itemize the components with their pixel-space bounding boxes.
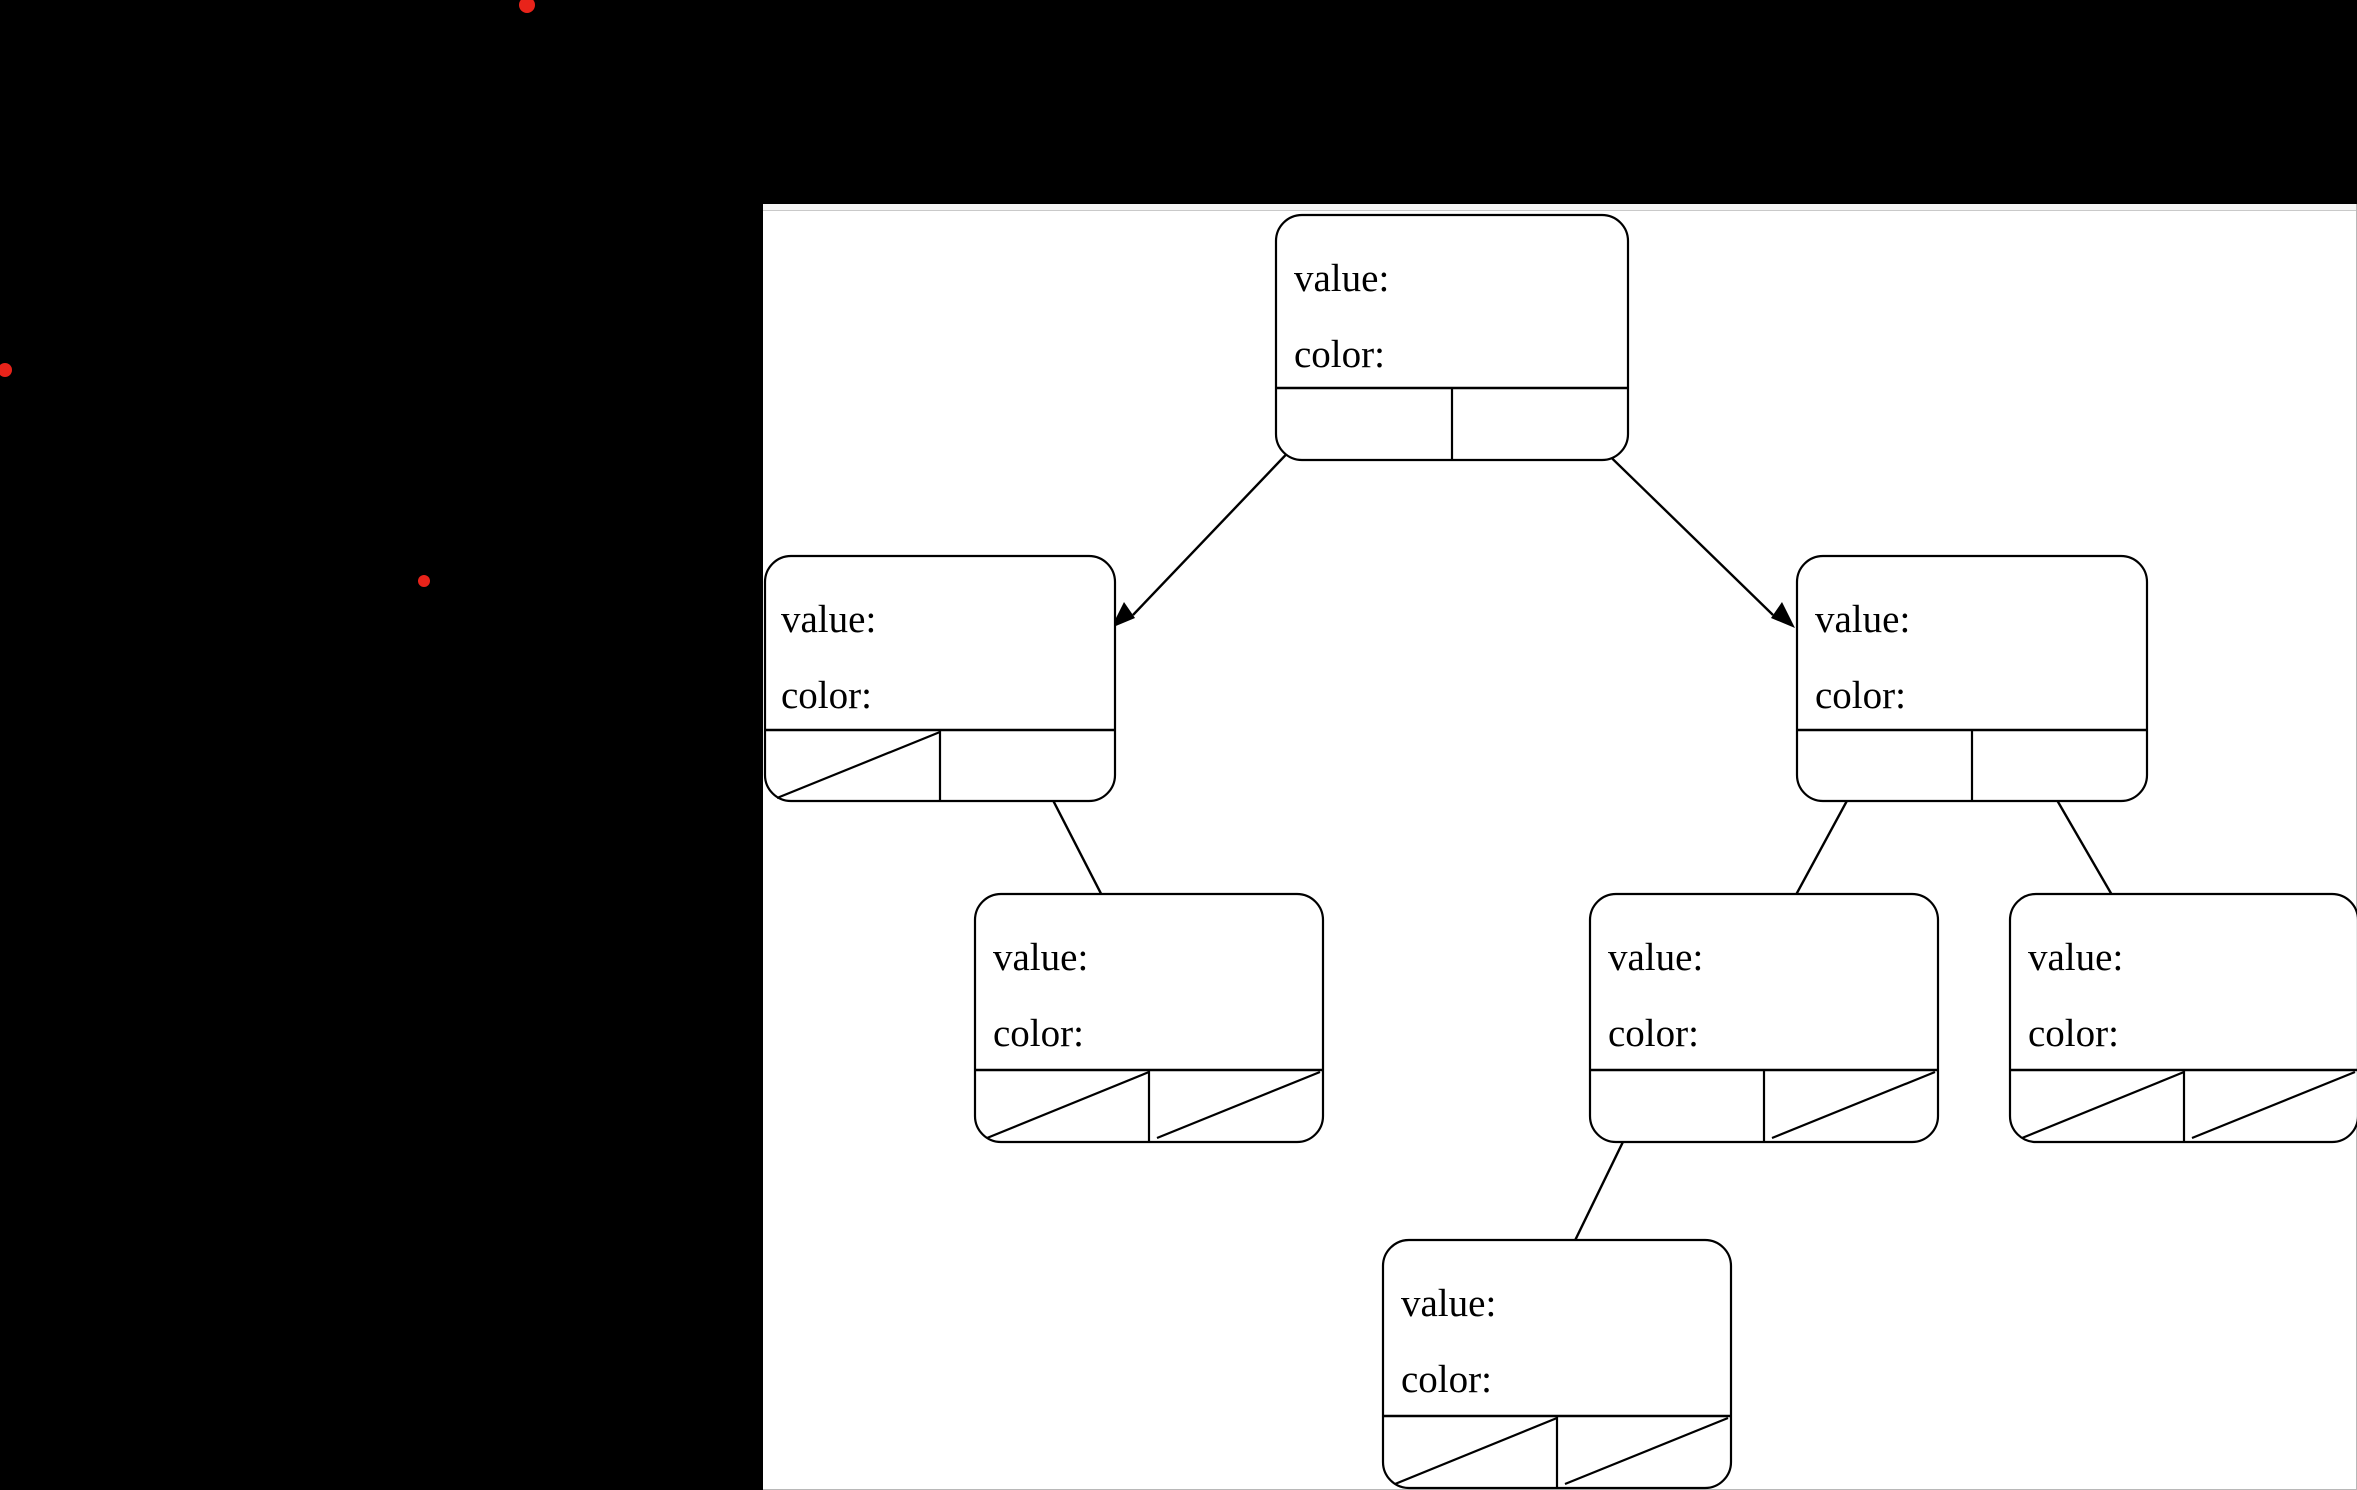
tree-node-leaf-a[interactable]: value: color: <box>973 892 1325 1144</box>
node-value-label: value: <box>1608 936 1703 979</box>
node-color-label: color: <box>1401 1358 1492 1401</box>
marker-dot-left <box>0 363 12 377</box>
null-pointer-slash-left <box>986 1070 1150 1140</box>
node-color-label: color: <box>1815 674 1906 717</box>
null-pointer-slash-right <box>1156 1070 1321 1140</box>
marker-dot-middle <box>418 575 430 587</box>
tree-node-root[interactable]: value: color: <box>1274 213 1630 462</box>
node-color-label: color: <box>2028 1012 2119 1055</box>
tree-node-right-child[interactable]: value: color: <box>1795 554 2149 803</box>
node-value-label: value: <box>1401 1282 1496 1325</box>
node-value-label: value: <box>781 598 876 641</box>
binary-tree-diagram: value: color: value: color: value: color… <box>763 213 2357 1490</box>
marker-dot-top <box>519 0 535 13</box>
tree-node-left-child[interactable]: value: color: <box>763 554 1117 803</box>
node-color-label: color: <box>1608 1012 1699 1055</box>
node-color-label: color: <box>1294 333 1385 376</box>
diagram-viewer-panel[interactable]: value: color: value: color: value: color… <box>763 204 2357 1490</box>
null-pointer-slash-right <box>2191 1070 2356 1140</box>
tree-node-leaf-d[interactable]: value: color: <box>1381 1238 1733 1490</box>
tree-node-leaf-b[interactable]: value: color: <box>1588 892 1940 1144</box>
null-pointer-slash-left <box>776 730 941 800</box>
node-value-label: value: <box>2028 936 2123 979</box>
node-value-label: value: <box>993 936 1088 979</box>
null-pointer-slash-right <box>1771 1070 1936 1140</box>
null-pointer-slash-right <box>1564 1416 1729 1486</box>
node-color-label: color: <box>781 674 872 717</box>
node-color-label: color: <box>993 1012 1084 1055</box>
null-pointer-slash-left <box>1394 1416 1558 1486</box>
node-value-label: value: <box>1815 598 1910 641</box>
tree-node-leaf-c[interactable]: value: color: <box>2008 892 2357 1144</box>
panel-topbar <box>763 204 2357 211</box>
node-value-label: value: <box>1294 257 1389 300</box>
null-pointer-slash-left <box>2021 1070 2185 1140</box>
